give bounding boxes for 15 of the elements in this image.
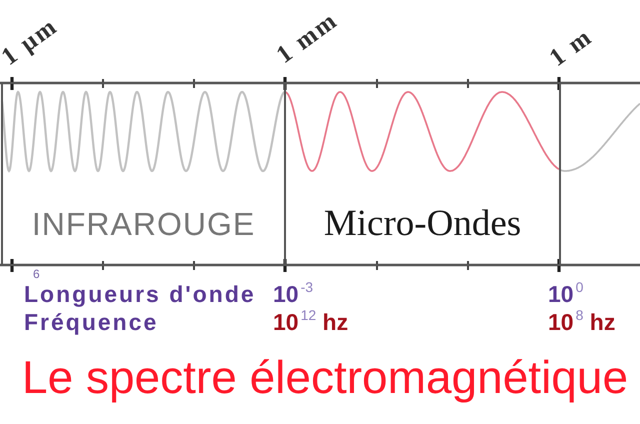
axis-title: Fréquence [24, 310, 158, 334]
scale-label: 1 µm [0, 14, 62, 70]
scale-label: 1 mm [272, 8, 342, 68]
spectrum-band [1, 82, 286, 266]
scale-value: 10$^{8}$ hz [548, 310, 616, 337]
scale-value: 10$^{12}$ hz [273, 310, 348, 337]
axis-title: Longueurs d'onde [24, 282, 256, 306]
exponent-label: 6 [33, 268, 40, 280]
spectrum-band [286, 82, 561, 266]
diagram-title: Le spectre électromagnétique [22, 352, 628, 402]
scale-value: 10$^{-3}$ [273, 282, 314, 309]
band-name: Micro-Ondes [324, 204, 522, 244]
band-name: INFRAROUGE [32, 205, 256, 244]
scale-label: 1 m [546, 24, 597, 71]
scale-value: 10$^{0}$ [548, 282, 584, 309]
